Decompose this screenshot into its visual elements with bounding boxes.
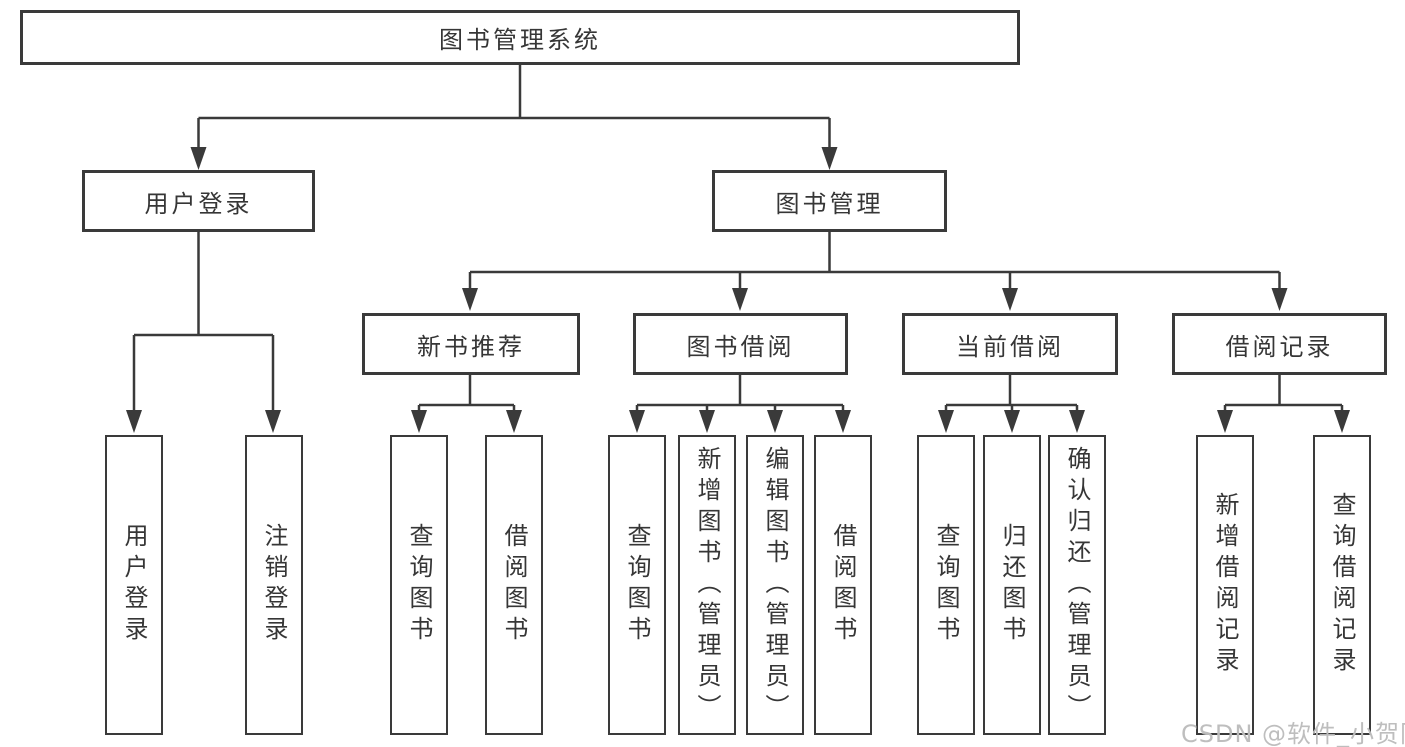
- edge-book-borrow-branch: [635, 375, 845, 414]
- leaf-query-books-borrow: 查询图书: [608, 435, 666, 735]
- node-new-book-recommend: 新书推荐: [362, 313, 580, 375]
- leaf-add-borrow-record: 新增借阅记录: [1196, 435, 1254, 735]
- leaf-add-books-admin: 新增图书（管理员）: [678, 435, 736, 735]
- edge-new-book-branch: [417, 375, 516, 414]
- leaf-confirm-return-admin: 确认归还（管理员）: [1048, 435, 1106, 735]
- edge-user-login-branch: [132, 232, 275, 413]
- node-book-borrow: 图书借阅: [633, 313, 848, 375]
- node-user-login: 用户登录: [82, 170, 315, 232]
- leaf-borrow-books: 借阅图书: [814, 435, 872, 735]
- leaf-query-books-recommend: 查询图书: [390, 435, 448, 735]
- leaf-query-borrow-record: 查询借阅记录: [1313, 435, 1371, 735]
- leaf-edit-books-admin: 编辑图书（管理员）: [746, 435, 804, 735]
- node-book-management: 图书管理: [712, 170, 947, 232]
- node-current-borrow: 当前借阅: [902, 313, 1118, 375]
- edge-book-management-branch: [468, 232, 1281, 294]
- leaf-logout: 注销登录: [245, 435, 303, 735]
- edge-current-borrow-branch: [944, 375, 1079, 414]
- arrowheads: [126, 147, 1350, 433]
- leaf-user-login: 用户登录: [105, 435, 163, 735]
- leaf-return-books: 归还图书: [983, 435, 1041, 735]
- edge-borrow-record-branch: [1223, 375, 1344, 414]
- csdn-watermark: CSDN @软件_小贺同学: [1181, 720, 1405, 747]
- edge-root-to-level2: [197, 65, 831, 152]
- leaf-query-books-current: 查询图书: [917, 435, 975, 735]
- leaf-borrow-books-recommend: 借阅图书: [485, 435, 543, 735]
- node-borrow-records: 借阅记录: [1172, 313, 1387, 375]
- node-root-title: 图书管理系统: [20, 10, 1020, 65]
